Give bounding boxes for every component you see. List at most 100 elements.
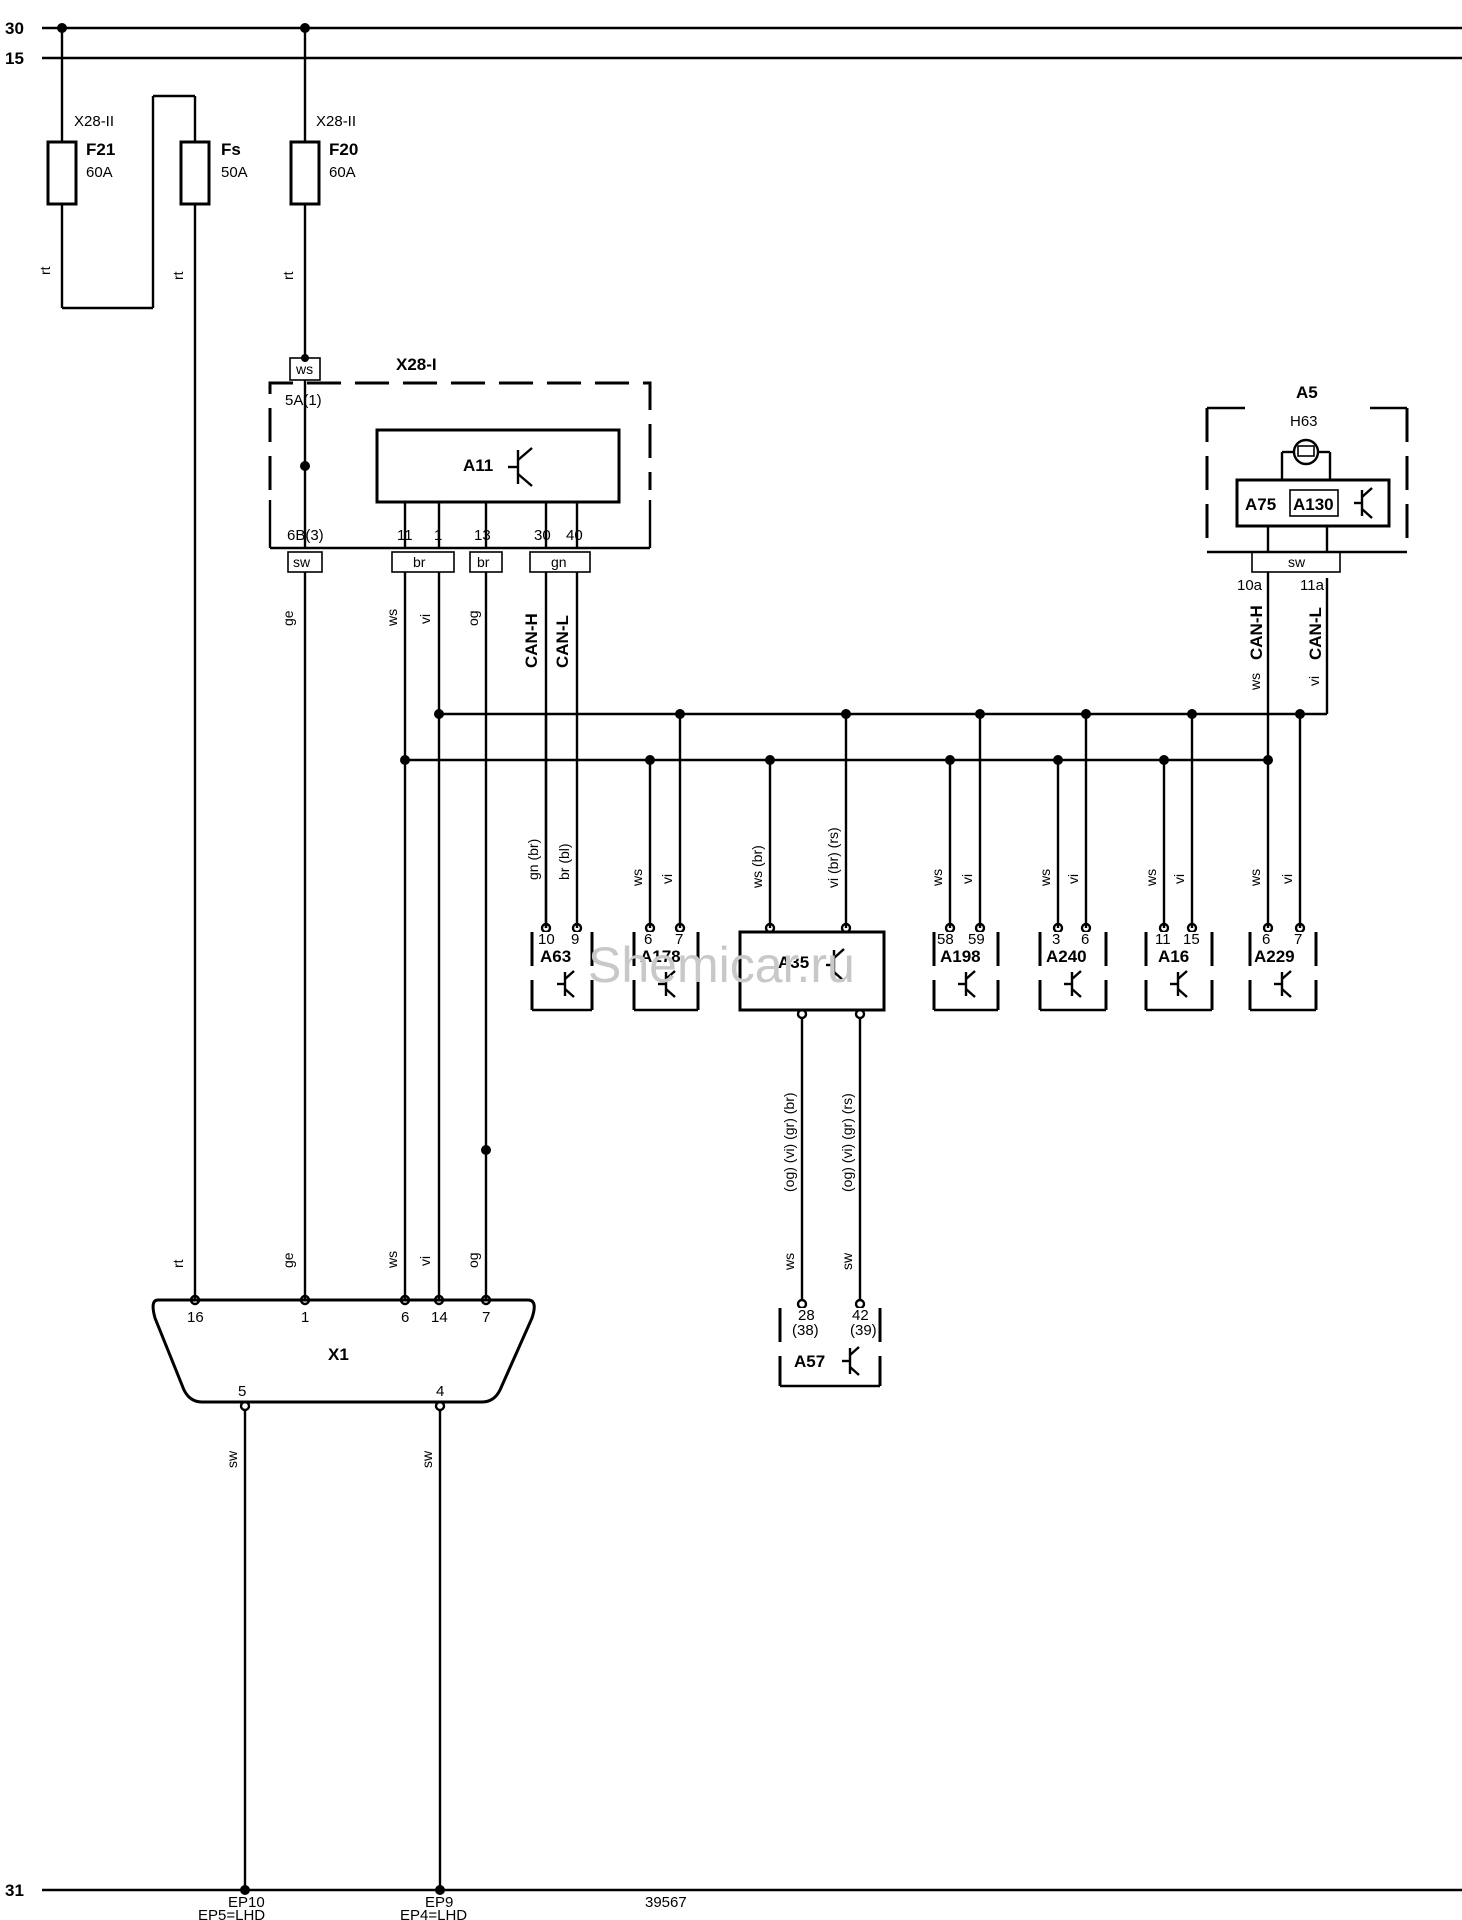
x1-name: X1 bbox=[328, 1345, 349, 1364]
a35-wire-bot-h: (og) (vi) (gr) (br) bbox=[781, 1092, 797, 1192]
a178-pin-7: 7 bbox=[675, 931, 683, 948]
a35-name: A35 bbox=[778, 953, 809, 972]
ground-wires: sw sw EP10 EP5=LHD EP9 EP4=LHD 39567 bbox=[198, 1410, 687, 1920]
module-a63: gn (br) br (bl) 10 9 A63 bbox=[525, 714, 594, 1012]
diagram-code: 39567 bbox=[645, 1894, 687, 1911]
wire-og-color-bottom: og bbox=[465, 1252, 481, 1268]
x28i-tag-br2: br bbox=[477, 554, 490, 570]
a57-wire-sw: sw bbox=[839, 1252, 855, 1270]
a178-pin-6: 6 bbox=[644, 931, 652, 948]
ground-ep9: EP9 bbox=[425, 1894, 453, 1911]
lamp-icon bbox=[1280, 438, 1332, 480]
ground-wire-5-color: sw bbox=[224, 1450, 240, 1468]
a229-wire-ws: ws bbox=[1247, 869, 1263, 887]
can-h-label: CAN-H bbox=[522, 613, 541, 668]
x28i-pin-30: 30 bbox=[534, 527, 551, 544]
a57-pin-39: (39) bbox=[850, 1322, 877, 1339]
a229-wire-vi: vi bbox=[1279, 874, 1295, 884]
x28i-wires: ge ge ws ws vi vi og og CAN-H CAN-L bbox=[280, 572, 579, 1300]
wire-vi-color: vi bbox=[417, 614, 433, 624]
a5-can-h-label: CAN-H bbox=[1247, 605, 1266, 660]
transistor-icon bbox=[1274, 970, 1292, 998]
x1-pin-4: 4 bbox=[436, 1383, 444, 1400]
transistor-icon bbox=[1064, 970, 1082, 998]
x28i-pin-1: 1 bbox=[434, 527, 442, 544]
module-a229: ws vi 6 7 A229 bbox=[1247, 714, 1318, 1012]
a178-wire-vi: vi bbox=[659, 874, 675, 884]
wire-ge-color-bottom: ge bbox=[280, 1252, 296, 1268]
a5-pin-11a: 11a bbox=[1300, 577, 1325, 594]
a5-pin-10a: 10a bbox=[1237, 577, 1263, 594]
a240-pin-6: 6 bbox=[1081, 931, 1089, 948]
a63-wire-l: br (bl) bbox=[556, 843, 572, 880]
a5-unit: A5 H63 A75 A130 sw 10a 11a CAN-H CAN-L w… bbox=[1205, 383, 1409, 760]
x1-pin-16: 16 bbox=[187, 1309, 204, 1326]
x1-connector: 16 1 6 14 7 X1 5 4 bbox=[151, 1294, 536, 1412]
fuse-fs-name: Fs bbox=[221, 140, 241, 159]
module-a240: ws vi 3 6 A240 bbox=[1037, 714, 1108, 1012]
x1-pin-5: 5 bbox=[238, 1383, 246, 1400]
fuse-f20-block: X28-II bbox=[316, 113, 356, 130]
a57-wire-ws: ws bbox=[781, 1253, 797, 1271]
rail-31: 31 bbox=[5, 1881, 1462, 1900]
a229-pin-7: 7 bbox=[1294, 931, 1302, 948]
a63-wire-h: gn (br) bbox=[525, 839, 541, 880]
fuse-f20-rating: 60A bbox=[329, 164, 356, 181]
a229-pin-6: 6 bbox=[1262, 931, 1270, 948]
fuse-f21-block: X28-II bbox=[74, 113, 114, 130]
x28i-name: X28-I bbox=[396, 355, 437, 374]
a16-pin-11: 11 bbox=[1155, 931, 1171, 948]
rail-31-label: 31 bbox=[5, 1881, 24, 1900]
x1-pin-7: 7 bbox=[482, 1309, 490, 1326]
a16-pin-15: 15 bbox=[1183, 931, 1200, 948]
a35-wire-top-l: vi (br) (rs) bbox=[825, 827, 841, 888]
wire-ws-color: ws bbox=[384, 609, 400, 627]
fuse-f21-name: F21 bbox=[86, 140, 115, 159]
a130-name: A130 bbox=[1293, 495, 1334, 514]
ground-wire-4-color: sw bbox=[419, 1450, 435, 1468]
a240-pin-3: 3 bbox=[1052, 931, 1060, 948]
wire-fs-color-bottom: rt bbox=[170, 1259, 186, 1268]
x1-pin-14: 14 bbox=[431, 1309, 448, 1326]
x28i-pin-40: 40 bbox=[566, 527, 583, 544]
a5-name: A5 bbox=[1296, 383, 1318, 402]
wire-ge-color: ge bbox=[280, 610, 296, 626]
x28i-pin-13: 13 bbox=[474, 527, 491, 544]
a240-name: A240 bbox=[1046, 947, 1087, 966]
a35-wire-top-h: ws (br) bbox=[749, 845, 765, 889]
fuse-fs: Fs 50A rt rt bbox=[170, 140, 248, 1300]
transistor-icon bbox=[842, 1346, 860, 1376]
a16-wire-ws: ws bbox=[1143, 869, 1159, 887]
a63-pin-9: 9 bbox=[571, 931, 579, 948]
ground-ep4: EP4=LHD bbox=[400, 1907, 467, 1920]
a178-wire-ws: ws bbox=[629, 869, 645, 887]
module-a57: ws sw 28 (38) 42 (39) A57 bbox=[778, 1252, 882, 1388]
x28i-pin-5a: 5A(1) bbox=[285, 392, 322, 409]
fuse-f20: X28-II F20 60A rt bbox=[280, 23, 358, 358]
a240-wire-vi: vi bbox=[1065, 874, 1081, 884]
transistor-icon bbox=[1354, 487, 1373, 519]
a63-name: A63 bbox=[540, 947, 571, 966]
a198-name: A198 bbox=[940, 947, 981, 966]
a35-wire-bot-l: (og) (vi) (gr) (rs) bbox=[839, 1093, 855, 1192]
x1-pin-1: 1 bbox=[301, 1309, 309, 1326]
x28i-block: ws X28-I 5A(1) 6B(3) A11 11 1 13 30 40 bbox=[268, 354, 652, 573]
watermark: Shemicar.ru bbox=[588, 937, 855, 993]
rail-15-label: 15 bbox=[5, 49, 24, 68]
wire-og-color: og bbox=[465, 610, 481, 626]
a57-pin-42: 42 bbox=[852, 1307, 869, 1324]
rail-30: 30 bbox=[5, 19, 1462, 38]
wire-vi-color-bottom: vi bbox=[417, 1256, 433, 1266]
module-a178: ws vi 6 7 A178 bbox=[629, 714, 700, 1012]
rail-30-label: 30 bbox=[5, 19, 24, 38]
wire-ws-color-bottom: ws bbox=[384, 1251, 400, 1269]
a11-name: A11 bbox=[463, 456, 493, 475]
a5-wire-ws: ws bbox=[1247, 673, 1263, 691]
ground-ep5: EP5=LHD bbox=[198, 1907, 265, 1920]
module-a198: ws vi 58 59 A198 bbox=[929, 714, 1000, 1012]
transistor-icon bbox=[1170, 970, 1188, 998]
a16-name: A16 bbox=[1158, 947, 1189, 966]
transistor-icon bbox=[958, 970, 976, 998]
x28i-top-tag: ws bbox=[295, 361, 313, 377]
